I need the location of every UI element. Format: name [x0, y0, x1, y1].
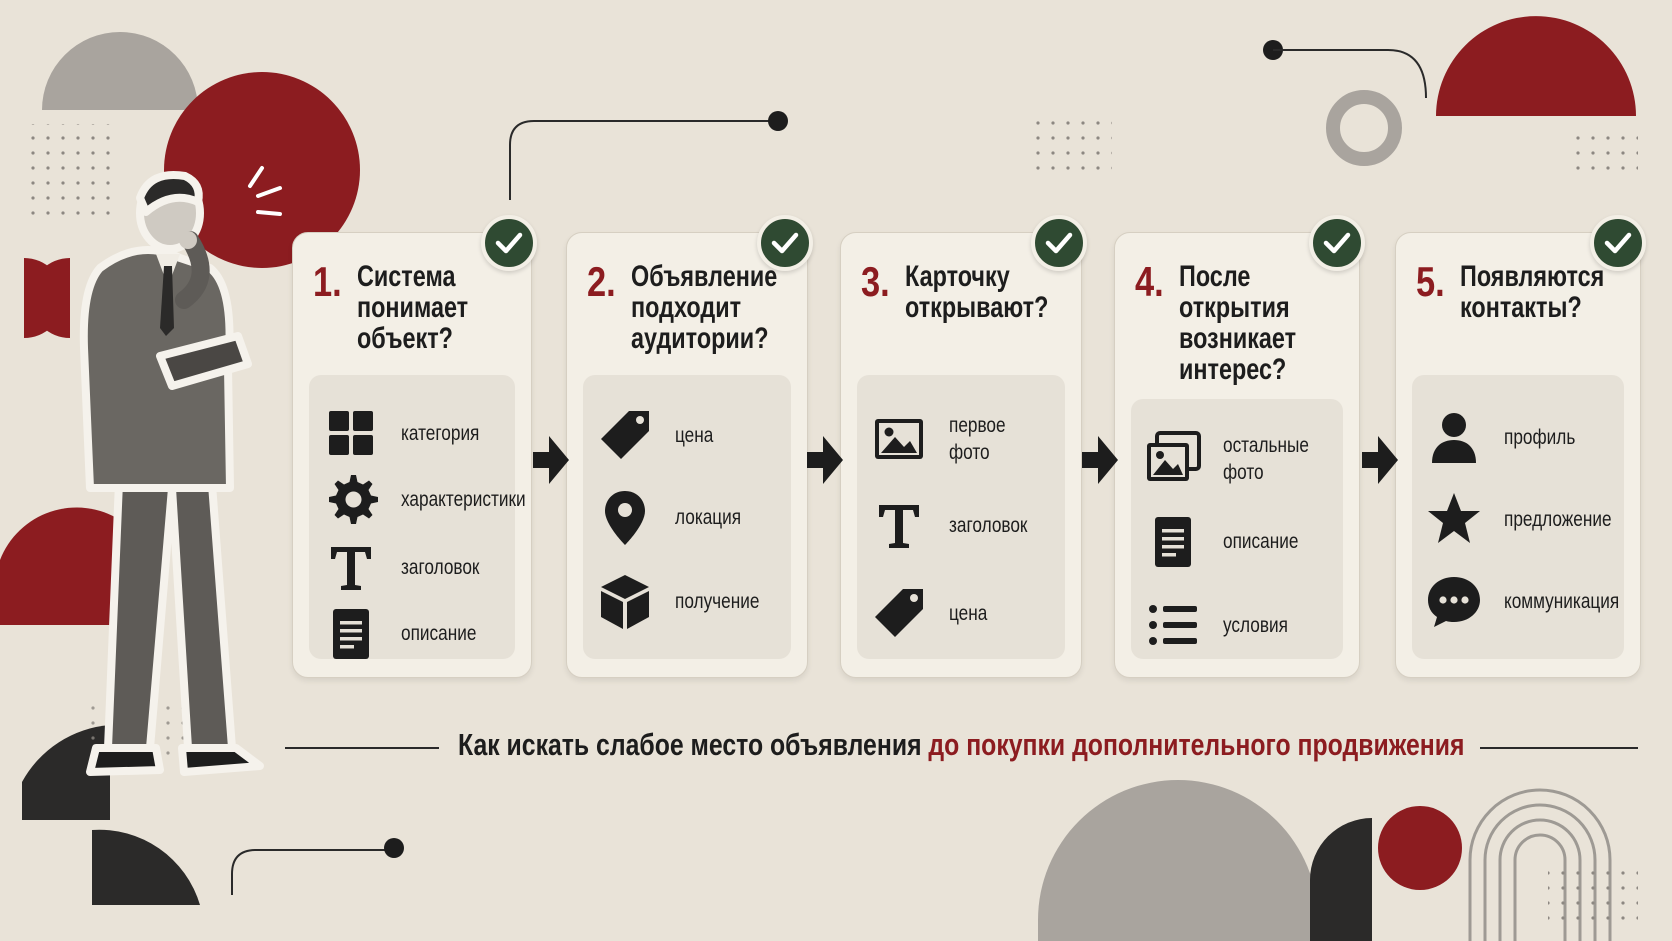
list-item: категория [309, 403, 515, 463]
step-header: 2. Объявление подходит аудитории? [587, 258, 797, 355]
list-item: получение [583, 571, 791, 631]
step-title: После открытия возникает интерес? [1179, 260, 1297, 386]
item-label: заголовок [401, 555, 480, 579]
checkmark-icon [481, 215, 537, 271]
checkmark-icon [1590, 215, 1646, 271]
item-label: получение [675, 589, 760, 613]
step-number: 5. [1416, 258, 1445, 305]
item-label: коммуникация [1504, 589, 1620, 613]
step-number: 3. [861, 258, 890, 305]
item-label: описание [1223, 529, 1299, 553]
caption-rule-right [1480, 747, 1638, 749]
step-items-panel: профиль предложение коммуникация [1412, 375, 1624, 659]
chat-icon [1428, 577, 1480, 627]
price-tag-icon [601, 411, 649, 459]
caption-rule-left [285, 747, 439, 749]
arrow-right-icon [1082, 436, 1118, 484]
text-icon [879, 505, 919, 548]
image-icon [875, 419, 923, 459]
item-label: заголовок [949, 513, 1028, 537]
list-item: локация [583, 487, 791, 547]
item-label: остальные фото [1223, 434, 1309, 484]
list-item: характеристики [309, 469, 526, 529]
item-label: категория [401, 421, 480, 445]
list-item: описание [309, 603, 515, 663]
step-title: Появляются контакты? [1460, 260, 1605, 324]
item-label: цена [949, 601, 988, 625]
step-title: Система понимает объект? [357, 260, 469, 355]
star-icon [1428, 493, 1480, 543]
caption-main: Как искать слабое место объявления [458, 727, 929, 762]
list-icon [1149, 605, 1197, 645]
item-label: характеристики [401, 487, 526, 511]
caption-text: Как искать слабое место объявления до по… [458, 727, 1464, 763]
list-item: остальные фото [1131, 429, 1343, 489]
step-number: 4. [1135, 258, 1164, 305]
item-label: условия [1223, 613, 1288, 637]
step-items-panel: остальные фото описание условия [1131, 399, 1343, 659]
grid-icon [329, 411, 373, 455]
step-items-panel: первое фото заголовок цена [857, 375, 1065, 659]
step-header: 4. После открытия возникает интерес? [1135, 258, 1349, 386]
list-item: цена [857, 583, 1065, 643]
checkmark-icon [757, 215, 813, 271]
list-item: профиль [1412, 407, 1624, 467]
step-items-panel: категория характеристики заголовок описа… [309, 375, 526, 659]
step-card-2: 2. Объявление подходит аудитории? цена л… [566, 215, 813, 678]
location-pin-icon [605, 491, 645, 545]
step-title: Карточку открывают? [905, 260, 1049, 324]
list-item: предложение [1412, 489, 1624, 549]
list-item: описание [1131, 511, 1343, 571]
item-label: локация [675, 505, 742, 529]
thinking-man-illustration [79, 171, 264, 776]
list-item: условия [1131, 595, 1343, 655]
item-label: предложение [1504, 507, 1612, 531]
step-title: Объявление подходит аудитории? [631, 260, 778, 355]
step-header: 5. Появляются контакты? [1416, 258, 1630, 324]
caption: Как искать слабое место объявления до по… [0, 727, 1672, 767]
gear-icon [329, 475, 378, 524]
user-icon [1432, 413, 1476, 463]
item-label: описание [401, 621, 477, 645]
step-card-5: 5. Появляются контакты? профиль предложе… [1395, 215, 1646, 678]
list-item: заголовок [857, 495, 1065, 555]
images-icon [1147, 431, 1201, 481]
item-label: цена [675, 423, 714, 447]
box-icon [601, 575, 649, 629]
list-item: коммуникация [1412, 571, 1624, 631]
price-tag-icon [875, 589, 923, 637]
step-header: 3. Карточку открывают? [861, 258, 1071, 324]
arrow-right-icon [533, 436, 569, 484]
step-items-panel: цена локация получение [583, 375, 791, 659]
checkmark-icon [1309, 215, 1365, 271]
item-label: первое фото [949, 414, 1006, 464]
step-card-1: 1. Система понимает объект? категория ха… [292, 215, 537, 678]
arrow-right-icon [1362, 436, 1398, 484]
checkmark-icon [1031, 215, 1087, 271]
document-icon [333, 609, 369, 659]
step-number: 2. [587, 258, 616, 305]
text-icon [331, 547, 371, 590]
document-icon [1155, 517, 1191, 567]
caption-accent: до покупки дополнительного продвижения [928, 727, 1465, 762]
list-item: первое фото [857, 409, 1065, 469]
step-number: 1. [313, 258, 342, 305]
step-card-4: 4. После открытия возникает интерес? ост… [1114, 215, 1365, 678]
item-label: профиль [1504, 425, 1576, 449]
list-item: цена [583, 405, 791, 465]
list-item: заголовок [309, 537, 515, 597]
step-card-3: 3. Карточку открывают? первое фото загол… [840, 215, 1087, 678]
step-header: 1. Система понимает объект? [313, 258, 521, 355]
arrow-right-icon [807, 436, 843, 484]
